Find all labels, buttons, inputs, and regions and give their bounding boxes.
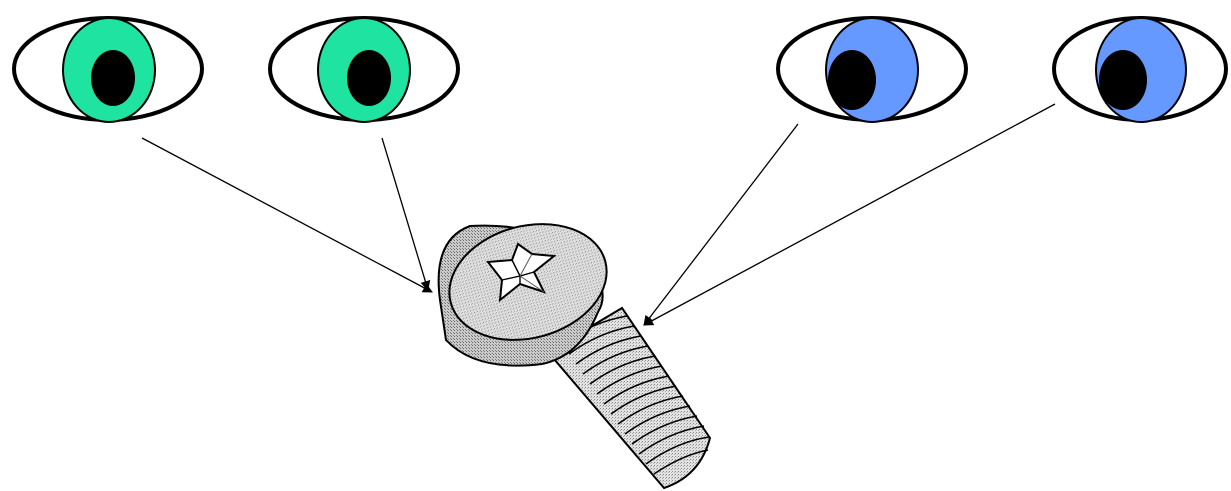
- arrow-eye-2-to-screw: [381, 137, 431, 291]
- screw-recess: [486, 242, 557, 303]
- eye-1-pupil: [91, 50, 135, 106]
- arrow-eye-3-to-screw: [643, 123, 799, 326]
- eye-3-pupil: [828, 50, 876, 110]
- eye-1-icon: [12, 16, 204, 123]
- screw-shank: [546, 306, 712, 490]
- screw-icon: [437, 223, 712, 490]
- eye-3-icon: [776, 16, 968, 123]
- eye-4-icon: [1052, 16, 1228, 123]
- eye-2-icon: [268, 16, 460, 123]
- eye-4-pupil: [1099, 50, 1147, 110]
- eye-2-pupil: [347, 50, 391, 106]
- arrow-eye-4-to-screw: [643, 103, 1056, 326]
- arrow-eye-1-to-screw: [141, 137, 433, 293]
